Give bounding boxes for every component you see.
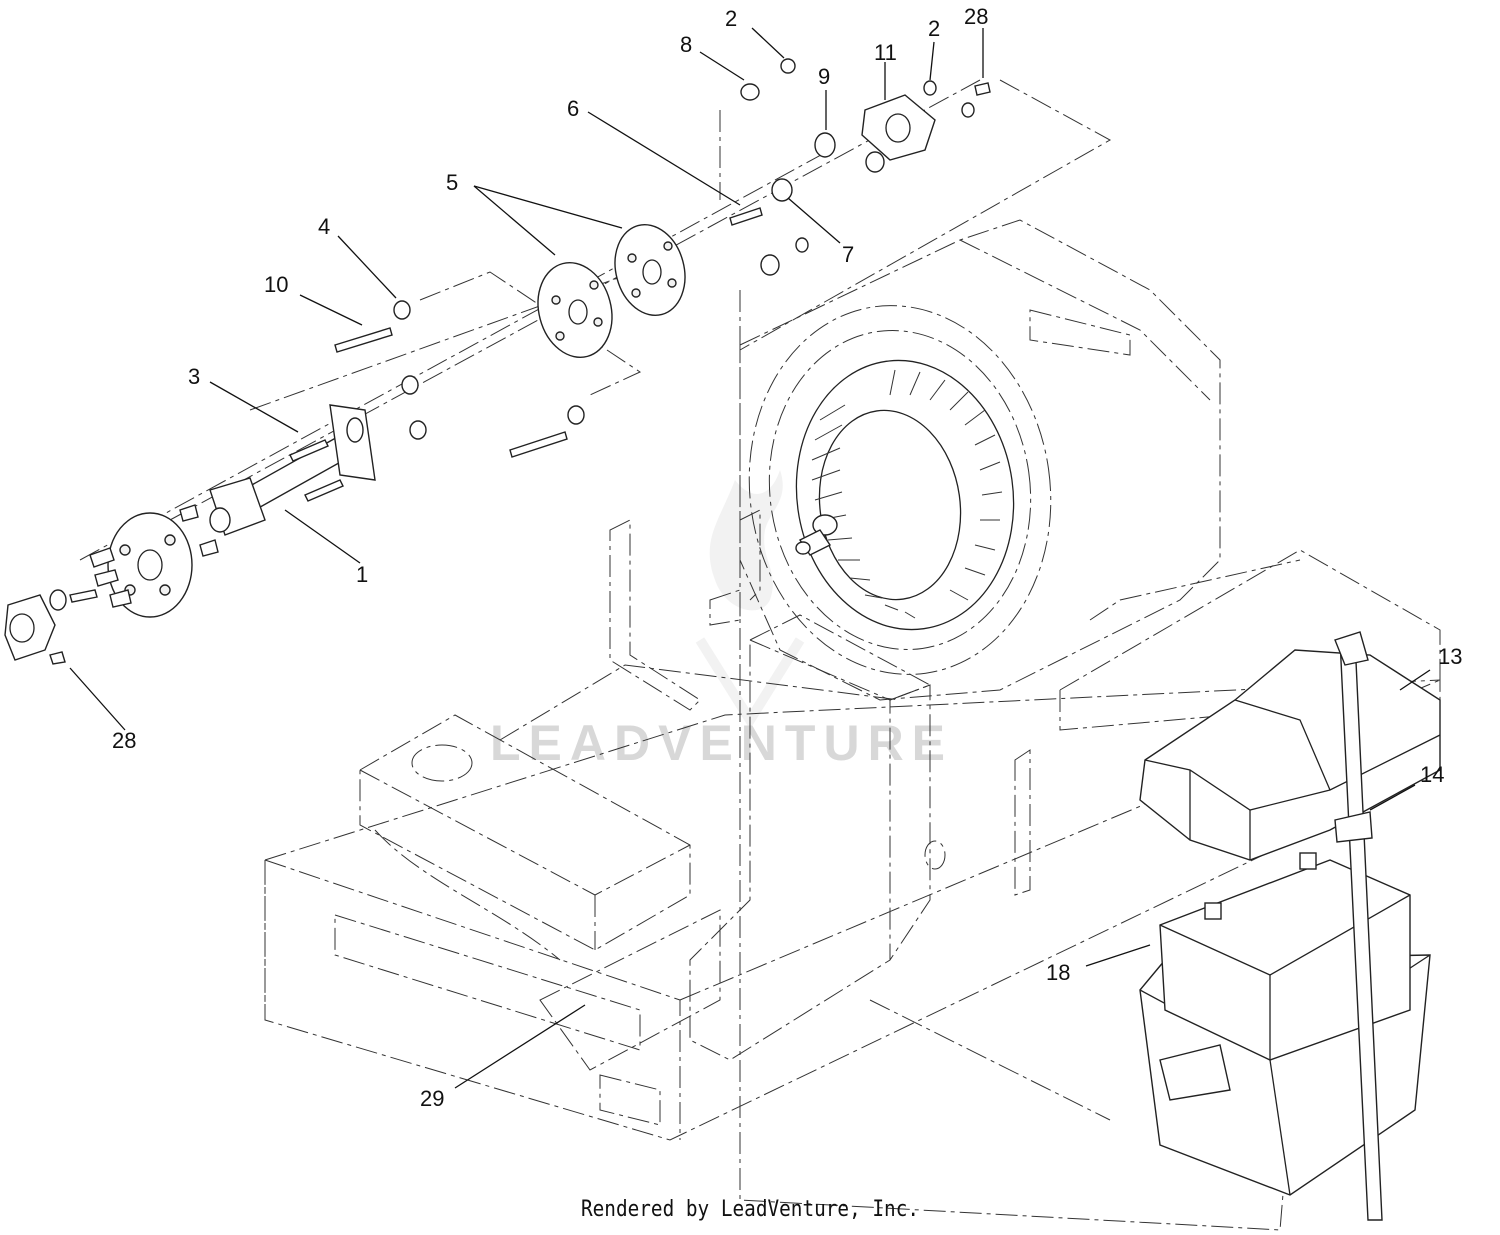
callout-1: 1	[356, 562, 368, 587]
battery-box	[1139, 852, 1431, 1196]
callout-4: 4	[318, 214, 330, 239]
callout-7: 7	[842, 242, 854, 267]
callout-29: 29	[420, 1086, 444, 1111]
callout-11: 11	[874, 40, 897, 65]
callout-5: 5	[446, 170, 458, 195]
engine-housing	[739, 219, 1221, 701]
engine-mount-plate	[359, 664, 901, 1071]
callout-2-top: 2	[725, 6, 737, 31]
callout-6: 6	[567, 96, 579, 121]
callout-9: 9	[818, 64, 830, 89]
callout-3: 3	[188, 364, 200, 389]
assembly-centerlines	[79, 79, 1291, 1231]
callout-28-bottom: 28	[112, 728, 136, 753]
callout-8: 8	[680, 32, 692, 57]
callout-10: 10	[264, 272, 288, 297]
callout-2-right: 2	[928, 16, 940, 41]
callouts: 2 8 9 11 2 28 6 5 7 4 10 3 1 28 13 14 18…	[112, 4, 1462, 1111]
callout-14: 14	[1420, 762, 1444, 787]
callout-18: 18	[1046, 960, 1070, 985]
hold-down-strap	[1334, 631, 1383, 1221]
support-brackets	[609, 509, 1031, 1061]
leader-lines	[69, 27, 1431, 1089]
render-credit: Rendered by LeadVenture, Inc.	[580, 1197, 920, 1222]
callout-13: 13	[1438, 644, 1462, 669]
battery-cover	[1139, 649, 1441, 861]
exploded-parts	[4, 58, 991, 665]
callout-28-top: 28	[964, 4, 988, 29]
watermark-text: LEADVENTURE	[490, 715, 953, 771]
